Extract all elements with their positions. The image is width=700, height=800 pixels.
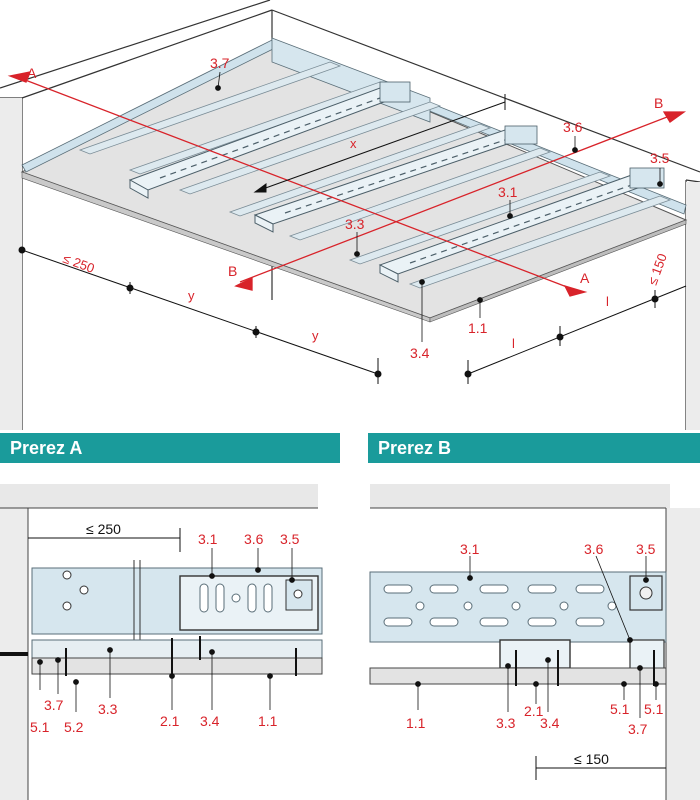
label-3-6: 3.6 <box>563 119 583 135</box>
section-line-a <box>7 71 588 297</box>
a-label-3-6: 3.6 <box>244 531 264 547</box>
a-label-2-1: 2.1 <box>160 713 180 729</box>
b-label-5-1-b: 5.1 <box>644 701 664 717</box>
a-fixing-screws <box>62 570 89 611</box>
l-dimension-line <box>464 285 687 384</box>
ceiling-perspective-drawing: 3.7 3.6 3.5 3.1 3.3 1.1 3.4 A A B B ≤ 25… <box>0 0 700 430</box>
b-label-3-1: 3.1 <box>460 541 480 557</box>
section-mark-a-bottom: A <box>580 270 590 286</box>
b-leaders <box>415 555 659 718</box>
section-a-header: Prerez A <box>0 433 340 463</box>
y-dimension-line <box>18 246 382 384</box>
a-ceiling-slab <box>0 484 318 508</box>
a-profile-slots <box>199 583 273 613</box>
left-wall-section <box>0 98 22 430</box>
b-label-3-6: 3.6 <box>584 541 604 557</box>
dim-l-1: l <box>512 336 515 351</box>
section-mark-b-bottom: B <box>228 263 237 279</box>
label-3-7: 3.7 <box>210 55 230 71</box>
b-label-3-5: 3.5 <box>636 541 656 557</box>
a-label-5-2: 5.2 <box>64 719 84 735</box>
b-screws <box>515 650 655 686</box>
b-wall <box>666 508 700 800</box>
a-label-3-7: 3.7 <box>44 697 64 713</box>
b-label-3-7: 3.7 <box>628 721 648 737</box>
b-ceiling-slab <box>370 484 670 508</box>
a-leaders <box>37 548 295 712</box>
x-dimension-line <box>253 94 506 193</box>
a-label-3-1: 3.1 <box>198 531 218 547</box>
b-label-3-3: 3.3 <box>496 715 516 731</box>
b-label-2-1: 2.1 <box>524 703 544 719</box>
section-line-b <box>234 111 687 291</box>
label-3-5: 3.5 <box>650 150 670 166</box>
label-3-4: 3.4 <box>410 345 430 361</box>
right-wall-section <box>686 182 700 430</box>
primary-profile-slots <box>159 97 641 264</box>
a-anchor-bolt <box>293 589 303 599</box>
board-edge-right <box>429 219 687 323</box>
b-dim-le-150-text: ≤ 150 <box>574 751 609 767</box>
a-label-1-1: 1.1 <box>258 713 278 729</box>
a-label-3-3: 3.3 <box>98 701 118 717</box>
b-label-1-1: 1.1 <box>406 715 426 731</box>
a-dim-le-250-text: ≤ 250 <box>86 521 121 537</box>
b-wall-profile-section <box>629 639 665 671</box>
section-mark-b-top: B <box>654 95 663 111</box>
a-plasterboard <box>31 657 323 675</box>
section-b-header: Prerez B <box>368 433 700 463</box>
end-clips <box>379 81 665 189</box>
dim-x: x <box>350 136 357 151</box>
label-3-3: 3.3 <box>345 216 365 232</box>
dim-y-2: y <box>312 328 319 343</box>
b-label-5-1-a: 5.1 <box>610 701 630 717</box>
a-label-3-5: 3.5 <box>280 531 300 547</box>
label-1-1: 1.1 <box>468 320 488 336</box>
label-3-1: 3.1 <box>498 184 518 200</box>
section-mark-a-top: A <box>27 65 37 81</box>
a-label-5-1: 5.1 <box>30 719 50 735</box>
a-screws <box>65 636 297 676</box>
a-dimension-le-250 <box>28 528 181 552</box>
b-anchor-bolt <box>639 586 653 600</box>
b-secondary-profile-section <box>499 639 571 669</box>
section-a-title: Prerez A <box>10 438 83 458</box>
a-label-3-4: 3.4 <box>200 713 220 729</box>
b-profile-slots <box>383 584 617 627</box>
dim-y-1: y <box>188 288 195 303</box>
section-b-title: Prerez B <box>378 438 452 458</box>
perspective-leaders <box>215 71 663 342</box>
b-dimension-le-150 <box>535 756 666 780</box>
b-label-3-4: 3.4 <box>540 715 560 731</box>
secondary-profiles <box>78 61 672 289</box>
b-plasterboard <box>369 667 667 685</box>
dim-l-2: l <box>606 294 609 309</box>
